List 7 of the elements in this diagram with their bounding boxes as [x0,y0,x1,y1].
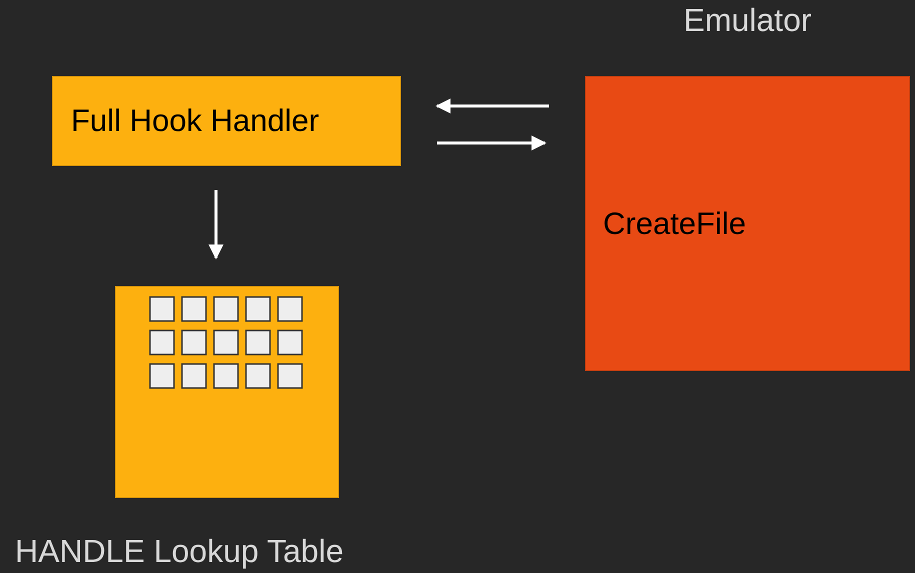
arrow [208,190,224,260]
box-label: Full Hook Handler [71,103,320,139]
arrow [436,98,549,114]
box-heading: Emulator [683,2,812,38]
arrow [437,136,546,150]
box-label: CreateFile [603,206,746,242]
box-heading: HANDLE Lookup Table [15,533,344,569]
